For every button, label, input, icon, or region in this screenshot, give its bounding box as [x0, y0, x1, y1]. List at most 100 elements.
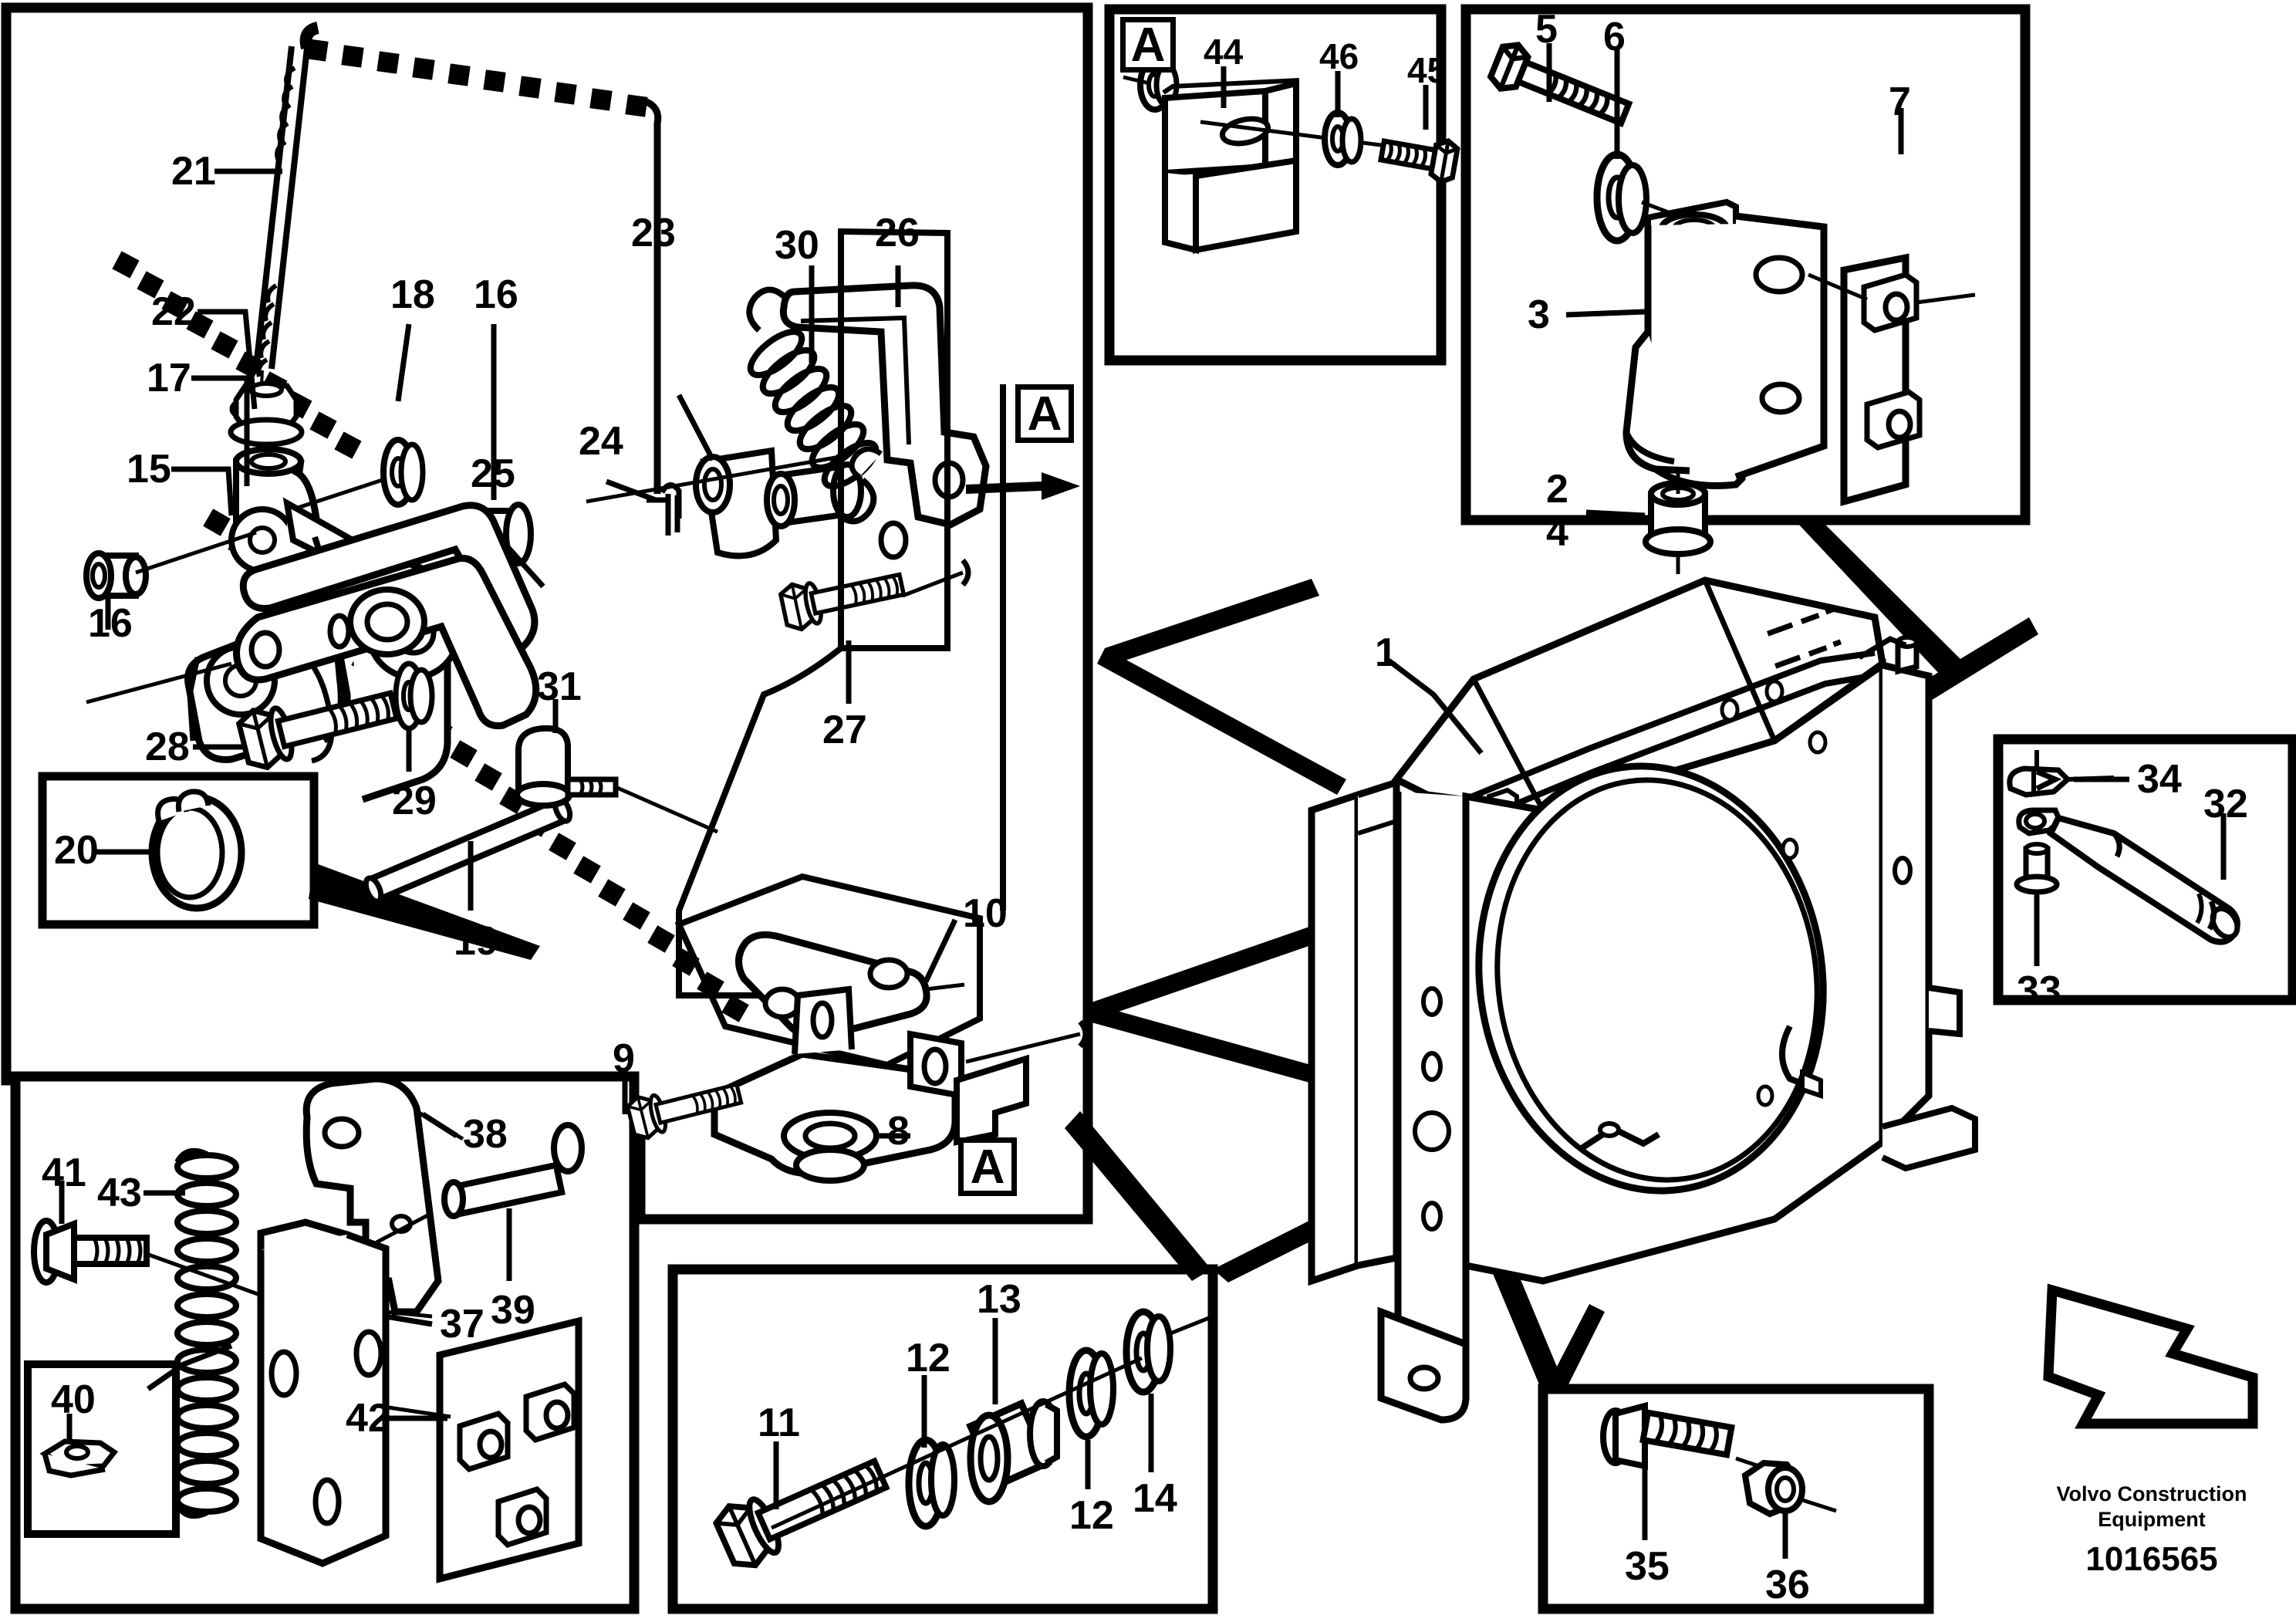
bolt-kit-panel-border: [667, 1264, 1218, 1614]
part-42-nut-plate: [377, 1316, 582, 1583]
label-28: 28: [145, 725, 190, 769]
label-20: 20: [54, 828, 99, 873]
label-23: 23: [631, 211, 676, 255]
label-34: 34: [2137, 757, 2182, 802]
brand-block: Volvo Construction Equipment 1016565: [2024, 1482, 2279, 1579]
part-21-threaded-rod: [253, 46, 310, 402]
label-29: 29: [392, 779, 437, 823]
part-1-fan-shroud: [1308, 576, 1978, 1424]
boltkit-axis: [770, 1356, 1143, 1530]
label-5: 5: [1535, 7, 1558, 52]
label-16-lower: 16: [88, 601, 133, 646]
label-3: 3: [1528, 292, 1550, 337]
shroud-pointer-2: [1089, 926, 1318, 1020]
label-44: 44: [1204, 32, 1244, 72]
label-45: 45: [1407, 50, 1447, 90]
label-12b: 12: [1069, 1493, 1114, 1538]
part-16-bushing-lower: [83, 530, 257, 601]
part-40-spring-clip: [39, 1343, 233, 1478]
mount-leader-2: [1902, 617, 2038, 711]
part-13-bushing: [966, 1398, 1060, 1505]
label-4: 4: [1546, 510, 1568, 555]
label-43: 43: [97, 1171, 142, 1215]
label-26: 26: [875, 211, 920, 255]
part-37-bracket: [257, 1218, 433, 1567]
fastener-leader-2: [1547, 1304, 1605, 1389]
label-6: 6: [1603, 15, 1626, 59]
label-8: 8: [887, 1109, 910, 1154]
part-24-cotter-pin: [647, 482, 682, 536]
part-20-hose-clamp: [93, 789, 245, 912]
label-1: 1: [1375, 630, 1397, 675]
part-23-clevis-pin: [586, 447, 849, 559]
part-41-bolt: [31, 1218, 325, 1320]
label-14: 14: [1133, 1476, 1177, 1521]
label-2: 2: [1546, 467, 1568, 512]
label-27: 27: [822, 708, 867, 752]
detail-a-contents: [1123, 57, 1460, 255]
label-13: 13: [977, 1277, 1021, 1322]
part-12-washer-b: [1065, 1347, 1116, 1441]
fastener-panel-contents: [1600, 1401, 1837, 1518]
label-33: 33: [2017, 968, 2061, 1013]
label-25: 25: [471, 451, 515, 496]
detail-a-label-top: A: [1120, 17, 1176, 73]
drawing-number: 1016565: [2085, 1539, 2218, 1578]
label-32: 32: [2203, 782, 2248, 826]
leader-lines: [59, 43, 2227, 1559]
label-46: 46: [1319, 36, 1359, 76]
label-40: 40: [51, 1377, 96, 1422]
label-37: 37: [440, 1302, 485, 1347]
part-43-spring: [174, 1147, 239, 1519]
shelf-bracket: [954, 1054, 1029, 1146]
boltkit-leader: [1065, 1111, 1211, 1281]
mount-plate: [674, 228, 983, 1069]
part-29-washer: [396, 664, 435, 728]
mount-leader: [1798, 517, 1963, 679]
detail-a-callout-bottom: A: [958, 1137, 1017, 1196]
part-22-flange-nut: [228, 381, 305, 448]
strut-panel-contents: [2007, 750, 2240, 952]
label-21: 21: [171, 149, 216, 194]
label-12a: 12: [906, 1336, 950, 1380]
label-38: 38: [463, 1112, 508, 1157]
detail-a-callout-mid: A: [1015, 384, 1074, 443]
label-39: 39: [491, 1288, 535, 1333]
part-25-link-body: [86, 554, 540, 730]
shroud-pointer-3: [1105, 579, 1319, 665]
label-16-upper: 16: [474, 272, 518, 317]
label-15: 15: [127, 447, 171, 492]
label-42: 42: [346, 1396, 390, 1441]
mount-panel-contents: [1487, 42, 1976, 574]
label-24: 24: [579, 419, 623, 464]
a-callout-pointer-top: [966, 472, 1080, 500]
label-11: 11: [758, 1401, 800, 1445]
part-27-hex-bolt: [779, 558, 971, 632]
shroud-pointer-1: [1083, 1003, 1339, 1090]
part-18-washer: [292, 437, 426, 512]
label-9: 9: [613, 1036, 635, 1081]
fastener-panel-border: [1538, 1384, 1934, 1614]
label-18: 18: [390, 272, 435, 317]
part-14-washer: [1123, 1308, 1214, 1396]
label-31: 31: [537, 664, 582, 709]
shroud-pointer-4: [1097, 648, 1346, 795]
break-line: [306, 39, 648, 117]
label-7: 7: [1889, 79, 1911, 124]
label-30: 30: [775, 223, 819, 268]
direction-arrow-icon: [2043, 1283, 2258, 1429]
label-41: 41: [42, 1151, 86, 1195]
part-39-pivot-pin: [375, 1122, 585, 1245]
part-10-triangular-plate: [735, 931, 965, 1041]
label-19: 19: [454, 919, 498, 964]
label-10: 10: [963, 891, 1008, 936]
manufacturer-line-2: Equipment: [2098, 1507, 2206, 1531]
label-17: 17: [147, 356, 191, 400]
label-22: 22: [151, 289, 196, 334]
manufacturer-line-1: Volvo Construction: [2056, 1482, 2247, 1505]
part-31-rubber-stop: [514, 725, 719, 834]
label-35: 35: [1625, 1544, 1670, 1589]
part-17-rod-end: [228, 446, 305, 574]
